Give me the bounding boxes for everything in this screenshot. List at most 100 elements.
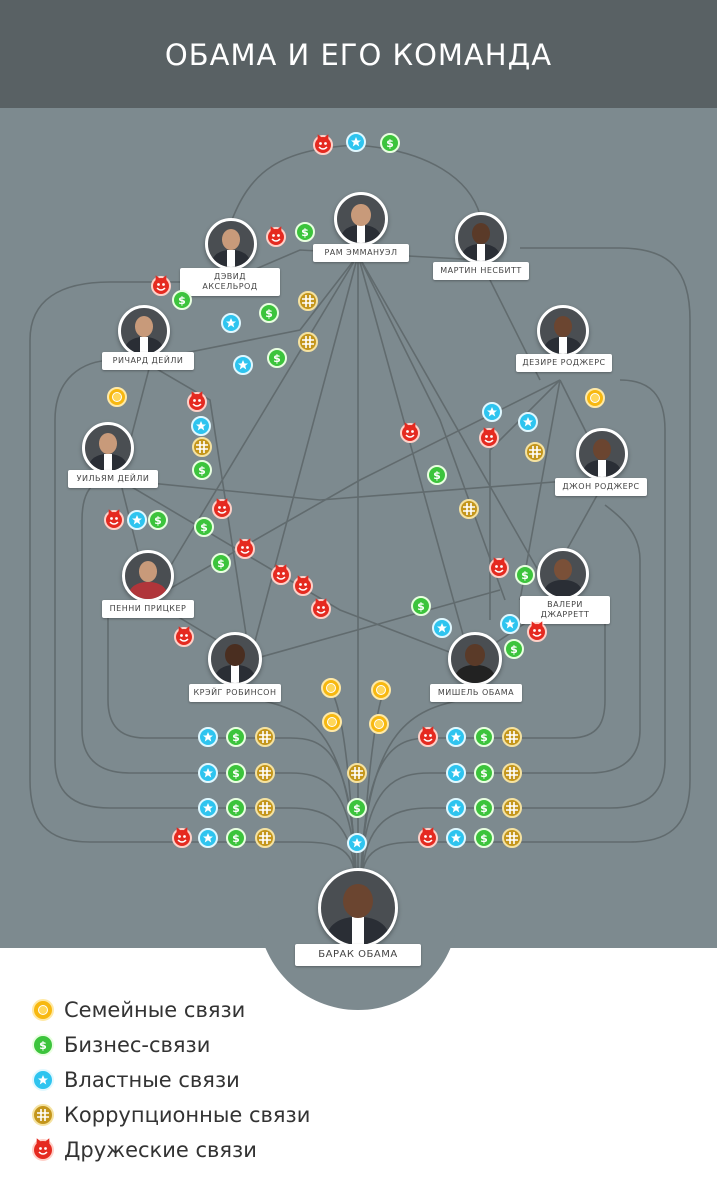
emanuel-photo <box>334 192 388 246</box>
nesbitt-photo <box>455 212 507 264</box>
family-icon <box>321 678 341 698</box>
grid-icon <box>298 291 318 311</box>
star-icon <box>432 618 452 638</box>
dollar-icon: $ <box>192 460 212 480</box>
devil-icon <box>151 276 171 296</box>
devil-icon <box>400 423 420 443</box>
dollar-icon: $ <box>226 828 246 848</box>
grid-icon <box>255 727 275 747</box>
grid-icon <box>502 727 522 747</box>
nesbitt-label: МАРТИН НЕСБИТТ <box>433 262 529 280</box>
pritzker-photo <box>122 550 174 602</box>
dollar-icon: $ <box>515 565 535 585</box>
page-title: ОБАМА И ЕГО КОМАНДА <box>164 38 553 72</box>
dollar-icon: $ <box>474 763 494 783</box>
john-rogers-photo <box>576 428 628 480</box>
axelrod-photo <box>205 218 257 270</box>
grid-icon <box>298 332 318 352</box>
robinson-photo <box>208 632 262 686</box>
jarrett-photo <box>537 548 589 600</box>
star-icon <box>127 510 147 530</box>
barack-label: БАРАК ОБАМА <box>295 944 421 966</box>
barack-photo <box>318 868 398 948</box>
dollar-icon: $ <box>211 553 231 573</box>
legend-label: Властные связи <box>64 1068 240 1092</box>
dollar-icon: $ <box>474 727 494 747</box>
william-daley-photo <box>82 422 134 474</box>
devil-icon <box>32 1139 54 1161</box>
axelrod-label: ДЭВИД АКСЕЛЬРОД <box>180 268 280 296</box>
dollar-icon: $ <box>427 465 447 485</box>
header: ОБАМА И ЕГО КОМАНДА <box>0 0 717 108</box>
devil-icon <box>489 558 509 578</box>
devil-icon <box>479 428 499 448</box>
grid-icon <box>347 763 367 783</box>
devil-icon <box>293 576 313 596</box>
star-icon <box>500 614 520 634</box>
family-icon <box>371 680 391 700</box>
star-icon <box>233 355 253 375</box>
jarrett-label: ВАЛЕРИ ДЖАРРЕТТ <box>520 596 610 624</box>
star-icon <box>221 313 241 333</box>
dollar-icon: $ <box>148 510 168 530</box>
pritzker-label: ПЕННИ ПРИЦКЕР <box>102 600 194 618</box>
dollar-icon: $ <box>380 133 400 153</box>
star-icon <box>198 763 218 783</box>
desiree-rogers-label: ДЕЗИРЕ РОДЖЕРС <box>516 354 612 372</box>
grid-icon <box>502 763 522 783</box>
family-icon <box>585 388 605 408</box>
john-rogers-label: ДЖОН РОДЖЕРС <box>555 478 647 496</box>
desiree-rogers-photo <box>537 305 589 357</box>
devil-icon <box>174 627 194 647</box>
dollar-icon: $ <box>347 798 367 818</box>
grid-icon <box>255 798 275 818</box>
legend-label: Коррупционные связи <box>64 1103 311 1127</box>
devil-icon <box>187 392 207 412</box>
dollar-icon: $ <box>267 348 287 368</box>
legend: Семейные связи $ Бизнес-связи Властные с… <box>0 990 717 1200</box>
star-icon <box>446 727 466 747</box>
devil-icon <box>104 510 124 530</box>
star-icon <box>198 727 218 747</box>
richard-daley-label: РИЧАРД ДЕЙЛИ <box>102 352 194 370</box>
family-icon <box>107 387 127 407</box>
family-icon <box>369 714 389 734</box>
grid-icon <box>459 499 479 519</box>
dollar-icon: $ <box>411 596 431 616</box>
richard-daley-photo <box>118 305 170 357</box>
star-icon <box>32 1069 54 1091</box>
legend-label: Дружеские связи <box>64 1138 257 1162</box>
dollar-icon: $ <box>226 727 246 747</box>
devil-icon <box>235 539 255 559</box>
grid-icon <box>192 437 212 457</box>
legend-label: Бизнес-связи <box>64 1033 211 1057</box>
legend-label: Семейные связи <box>64 998 246 1022</box>
dollar-icon: $ <box>295 222 315 242</box>
star-icon <box>446 828 466 848</box>
devil-icon <box>172 828 192 848</box>
star-icon <box>482 402 502 422</box>
dollar-icon: $ <box>474 828 494 848</box>
dollar-icon: $ <box>259 303 279 323</box>
devil-icon <box>266 227 286 247</box>
grid-icon <box>502 828 522 848</box>
grid-icon <box>32 1104 54 1126</box>
dollar-icon: $ <box>172 290 192 310</box>
star-icon <box>191 416 211 436</box>
grid-icon <box>255 828 275 848</box>
devil-icon <box>418 727 438 747</box>
dollar-icon: $ <box>226 798 246 818</box>
dollar-icon: $ <box>194 517 214 537</box>
devil-icon <box>418 828 438 848</box>
michelle-photo <box>448 632 502 686</box>
dollar-icon: $ <box>474 798 494 818</box>
grid-icon <box>255 763 275 783</box>
star-icon <box>346 132 366 152</box>
star-icon <box>347 833 367 853</box>
william-daley-label: УИЛЬЯМ ДЕЙЛИ <box>68 470 158 488</box>
michelle-label: МИШЕЛЬ ОБАМА <box>430 684 522 702</box>
dollar-icon: $ <box>226 763 246 783</box>
grid-icon <box>525 442 545 462</box>
star-icon <box>446 763 466 783</box>
dollar-icon: $ <box>32 1034 54 1056</box>
